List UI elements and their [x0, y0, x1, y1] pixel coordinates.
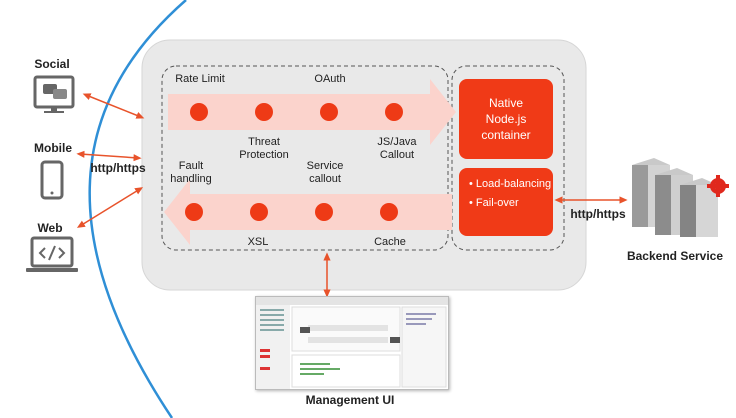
policy-dot — [320, 103, 338, 121]
mobile-connector — [76, 150, 142, 162]
mobile-icon — [40, 160, 64, 200]
web-icon — [26, 236, 78, 272]
web-connector — [76, 187, 144, 228]
failover-label: Fail-over — [475, 197, 519, 209]
policy-label: Service callout — [306, 160, 344, 185]
runtime-region — [451, 65, 565, 251]
policy-dot — [190, 103, 208, 121]
policy-dots — [185, 103, 403, 221]
management-ui-label: Management UI — [305, 393, 395, 407]
backend-service-label: Backend Service — [626, 249, 724, 263]
server-stack-icon — [632, 158, 729, 237]
policy-label: Fault handling — [170, 160, 212, 185]
management-ui-thumbnail — [255, 296, 449, 390]
policy-dot — [385, 103, 403, 121]
request-flow-arrow — [168, 79, 456, 145]
policy-dot — [185, 203, 203, 221]
policy-dot — [315, 203, 333, 221]
client-protocol-label: http/https — [90, 161, 146, 175]
gear-icon — [707, 175, 729, 197]
policy-region — [161, 65, 449, 251]
policy-dot — [250, 203, 268, 221]
policy-dot — [255, 103, 273, 121]
policy-label: Threat Protection — [239, 136, 289, 161]
load-balancing-box: • Load-balancing • Fail-over — [459, 168, 553, 236]
policy-label: Rate Limit — [175, 73, 225, 85]
web-label: Web — [37, 221, 63, 235]
load-balancing-label: Load-balancing — [475, 178, 552, 190]
native-container-label: Native Node.js container — [481, 96, 531, 142]
policy-label: XSL — [247, 236, 269, 248]
response-flow-arrow — [164, 179, 452, 245]
backend-protocol-label: http/https — [570, 207, 626, 221]
social-connector — [82, 93, 145, 119]
policy-dot — [380, 203, 398, 221]
management-ui-sketch — [256, 297, 448, 389]
failover-item: • Fail-over — [469, 197, 519, 209]
social-icon — [33, 75, 75, 113]
mobile-label: Mobile — [34, 141, 72, 155]
social-label: Social — [34, 57, 70, 71]
load-balancing-item: • Load-balancing — [469, 178, 552, 190]
policy-label: JS/Java Callout — [377, 136, 417, 161]
native-container-box: Native Node.js container — [459, 79, 553, 159]
policy-label: Cache — [374, 236, 406, 248]
policy-label: OAuth — [314, 73, 346, 85]
